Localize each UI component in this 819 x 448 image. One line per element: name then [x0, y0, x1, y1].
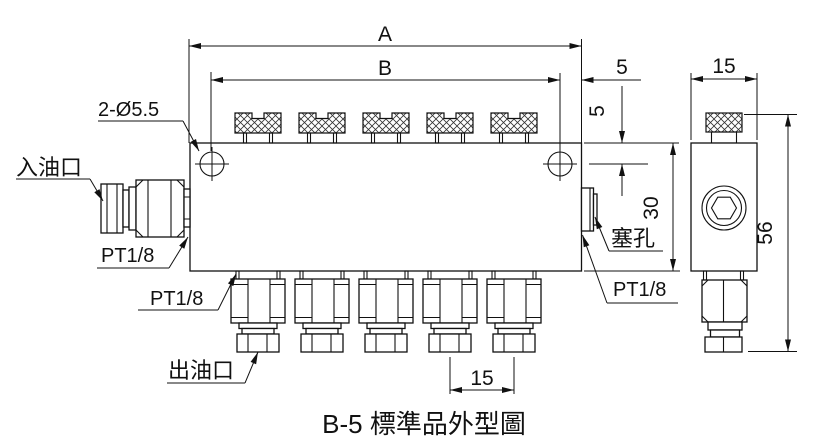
dim-5-vert-text: 5	[586, 105, 609, 117]
callout-mounting-holes: 2-Ø5.5	[98, 99, 200, 152]
mounting-hole-left	[195, 147, 229, 181]
dim-hole-offset: 5	[584, 86, 679, 196]
label-inlet-port: 入油口	[16, 155, 82, 180]
dimensions: A B 5 5 30 15	[188, 23, 797, 394]
label-inlet-thread: PT1/8	[101, 245, 154, 267]
side-plug-socket	[701, 185, 747, 231]
label-mounting-holes: 2-Ø5.5	[98, 99, 159, 121]
callout-inlet-port: 入油口	[16, 155, 104, 202]
callout-outlet-thread: PT1/8	[138, 273, 237, 311]
label-outlet-port: 出油口	[168, 358, 234, 383]
manifold-block	[189, 142, 583, 272]
dim-b-text: B	[378, 57, 392, 80]
side-view	[690, 112, 758, 353]
side-outlet-fitting	[701, 270, 748, 353]
callout-outlet-port: 出油口	[167, 351, 259, 384]
dim-overall-width: A	[188, 23, 582, 143]
side-top-cap	[705, 112, 743, 133]
dim-block-height: 30	[584, 143, 680, 272]
dim-5-top-text: 5	[616, 56, 628, 79]
dim-15-side-text: 15	[712, 55, 735, 78]
label-plug-hole: 塞孔	[611, 226, 655, 251]
top-caps	[234, 112, 538, 144]
callouts: 2-Ø5.5 入油口 PT1/8 PT1/8 出油口 塞孔	[16, 99, 678, 384]
dim-overall-height: 56	[744, 114, 797, 352]
dim-a-text: A	[378, 23, 392, 46]
outlet-fittings	[230, 270, 542, 353]
dim-30-text: 30	[640, 196, 663, 219]
drawing-title: B-5 標準品外型圖	[322, 409, 526, 439]
dim-side-width: 15	[690, 55, 758, 140]
dim-hole-span: B 5	[210, 56, 641, 151]
dim-56-text: 56	[754, 221, 777, 244]
dim-15-front-text: 15	[470, 367, 493, 390]
mounting-hole-right	[543, 147, 577, 181]
label-outlet-thread: PT1/8	[150, 288, 203, 310]
callout-plug-thread: PT1/8	[582, 234, 678, 304]
callout-plug-hole: 塞孔	[594, 216, 663, 252]
dim-outlet-pitch: 15	[449, 357, 515, 394]
side-block	[690, 142, 758, 272]
callout-inlet-thread: PT1/8	[97, 236, 189, 269]
inlet-fitting	[100, 179, 191, 238]
plug-fitting	[580, 187, 598, 232]
front-view	[100, 112, 598, 353]
label-plug-thread: PT1/8	[613, 279, 666, 301]
